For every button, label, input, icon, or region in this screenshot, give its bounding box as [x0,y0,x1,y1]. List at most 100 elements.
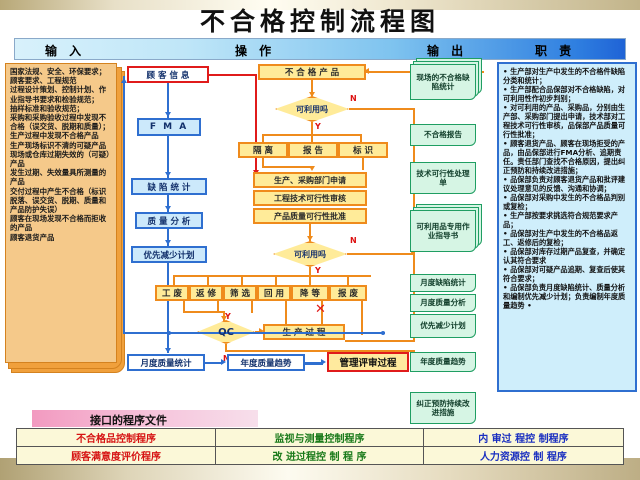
conn-disp-bus [173,275,371,277]
flow-node-priority-plan[interactable]: 优先减少计划 [131,246,207,263]
responsibility-item: • 生产部按要求挑选符合规范要求产品； [503,211,618,229]
output-document[interactable]: 月度质量分析 [410,294,476,312]
procedure-document-cell[interactable]: 监视与测量控制程序 [215,428,424,447]
conn-disp-drop-5 [347,275,349,285]
procedure-document-cell[interactable]: 顾客满意度评价程序 [15,446,217,465]
flow-node-disposition-4[interactable]: 降 等 [291,285,329,301]
output-document[interactable]: 可利用品专用作业指导书 [410,210,476,252]
top-decorative-band [0,0,640,10]
flow-node-monthly-stat[interactable]: 月度质量统计 [127,354,205,371]
flow-node-customer-info[interactable]: 顾 客 信 息 [127,66,209,83]
interface-label-banner: 接口的程序文件 [32,410,258,427]
input-list-item: 过程设计策划、控制计划、作业指导书要求和检验规范； [10,85,107,104]
output-document[interactable]: 优先减少计划 [410,314,476,338]
flow-node-nonconforming[interactable]: 不 合 格 产 品 [258,64,366,80]
input-list-item: 顾客退货产品 [10,232,55,242]
output-document[interactable]: 纠正预防持续改进措施 [410,392,476,424]
arrow-to-qc [221,316,227,321]
arrow-annual-mgmt [321,359,326,365]
interface-label-text: 接口的程序文件 [90,414,167,427]
flow-node-disposition-2[interactable]: 筛 选 [223,285,257,301]
arrow-return-to-nc [364,68,369,74]
output-document[interactable]: 年度质量趋势 [410,352,476,372]
conn-d1-no [349,108,415,110]
conn-report-drop [311,134,313,142]
table-row: 不合格品控制程序监视与测量控制程序内 审过 程控 制程序 [15,428,625,447]
procedure-document-cell[interactable]: 不合格品控制程序 [15,428,217,447]
flow-node-tech-review[interactable]: 工程技术可行性审核 [253,190,367,206]
conn-bottom-blue-rail [123,332,385,334]
procedure-documents-table: 不合格品控制程序监视与测量控制程序内 审过 程控 制程序顾客满意度评价程序改 进… [15,428,625,465]
procedure-document-cell[interactable]: 改 进过程控 制 程 序 [215,446,424,465]
conn-qa-plan [167,229,169,246]
input-list-item: 顾客在现场发现不合格而拒收的产品 [10,214,107,233]
flowchart-canvas: 顾 客 信 息 F M A 缺 陷 统 计 质 量 分 析 优先减少计划 不 合… [121,62,484,392]
flow-node-report[interactable]: 报 告 [288,142,338,158]
arrow-qa-d2 [307,236,313,241]
flow-decision-usable-1[interactable]: 可利用吗 [275,96,349,122]
conn-disp-drop-1 [207,275,209,285]
conn-fma-defect [167,136,169,178]
flow-node-defect-stat[interactable]: 缺 陷 统 计 [131,178,207,195]
responsibility-item: • 生产部配合品保部对不合格缺陷，对可利用性作初步判别； [503,85,626,103]
arrow-to-apply [309,166,315,171]
flow-decision-qc-label: QC [218,326,234,338]
output-document[interactable]: 月度缺陷统计 [410,274,476,292]
flow-node-mark[interactable]: 标 识 [338,142,388,158]
table-row: 顾客满意度评价程序改 进过程控 制 程 序人力资源控 制 程序 [15,446,625,465]
conn-isolate-drop [262,134,264,142]
header-operation: 操 作 [235,44,276,58]
conn-cust-red-top [209,74,257,76]
flow-node-mgmt-review[interactable]: 管理评审过程 [327,352,409,372]
x-mark-icon: ✕ [315,302,326,317]
flow-decision-usable-1-label: 可利用吗 [296,104,328,114]
flow-node-disposition-1[interactable]: 返 修 [189,285,223,301]
label-qc-no: N [223,354,230,363]
conn-qc-no-down [225,344,227,352]
flow-node-disposition-5[interactable]: 报 废 [329,285,367,301]
conn-prod-right [345,340,415,342]
input-list-item: 国家法规、安全、环保要求； [10,67,107,76]
conn-mark-drop [360,134,362,142]
conn-gongfei-right [183,311,225,313]
input-column: 国家法规、安全、环保要求；顾客要求、工程规范过程设计策划、控制计划、作业指导书要… [3,63,125,373]
conn-mark-down [362,158,364,170]
output-document[interactable]: 现场的不合格缺陷统计 [410,64,476,100]
procedure-document-cell[interactable]: 人力资源控 制 程序 [422,446,625,465]
conn-monthly-annual [205,362,223,364]
conn-disp-drop-3 [275,275,277,285]
flow-node-apply[interactable]: 生产、采购部门申请 [253,172,367,188]
flow-node-fma[interactable]: F M A [137,118,201,136]
output-document[interactable]: 技术可行性处理单 [410,162,476,194]
page-title: 不合格控制流程图 [199,7,440,36]
conn-scrap-down [361,301,363,335]
responsibility-item: • 品保部负责对顾客退货产品和批评建议处理意见的反馈、沟通和协调； [503,175,626,193]
flow-node-disposition-0[interactable]: 工 废 [155,285,189,301]
label-d1-yes: Y [315,122,321,131]
flow-node-isolate[interactable]: 隔 离 [238,142,288,158]
responsibility-item: • 品保部对可疑产品追期、复查后使其符合要求； [503,265,626,283]
arrow-monthly-annual [221,359,226,365]
flow-node-disposition-3[interactable]: 回 用 [257,285,291,301]
responsibility-item: • 品保部对采购中发生的不合格品判别或复检； [503,193,626,211]
input-list-item: 采购和采购验收过程中发现不合格（误交货、脱期和质量）； [10,113,110,132]
flow-node-quality-analysis[interactable]: 质 量 分 析 [135,212,203,229]
output-document[interactable]: 不合格报告 [410,124,476,146]
conn-disp-drop-2 [241,275,243,285]
conn-gongfei-down [183,301,185,313]
conn-annual-mgmt [305,362,323,365]
flow-node-annual-trend[interactable]: 年度质量趋势 [227,354,305,371]
flow-decision-usable-2[interactable]: 可利用吗 [273,241,347,267]
flow-node-quality-approve[interactable]: 产品质量可行性批准 [253,208,367,224]
label-d1-no: N [350,94,357,103]
conn-qc-no-right [225,350,415,352]
responsibility-panel: • 生产部对生产中发生的不合格件缺陷分类和统计；• 生产部配合品保部对不合格缺陷… [497,62,637,392]
conn-repair-down [217,301,219,313]
arrow-defect-qa [165,206,171,211]
conn-to-apply [262,166,312,168]
junction-right-rail [411,251,415,255]
conn-defect-qa [167,195,169,212]
input-list-item: 抽样标准和验收规范； [10,103,84,113]
procedure-document-cell[interactable]: 内 审过 程控 制程序 [422,428,625,447]
conn-downgrade-down [321,301,323,335]
